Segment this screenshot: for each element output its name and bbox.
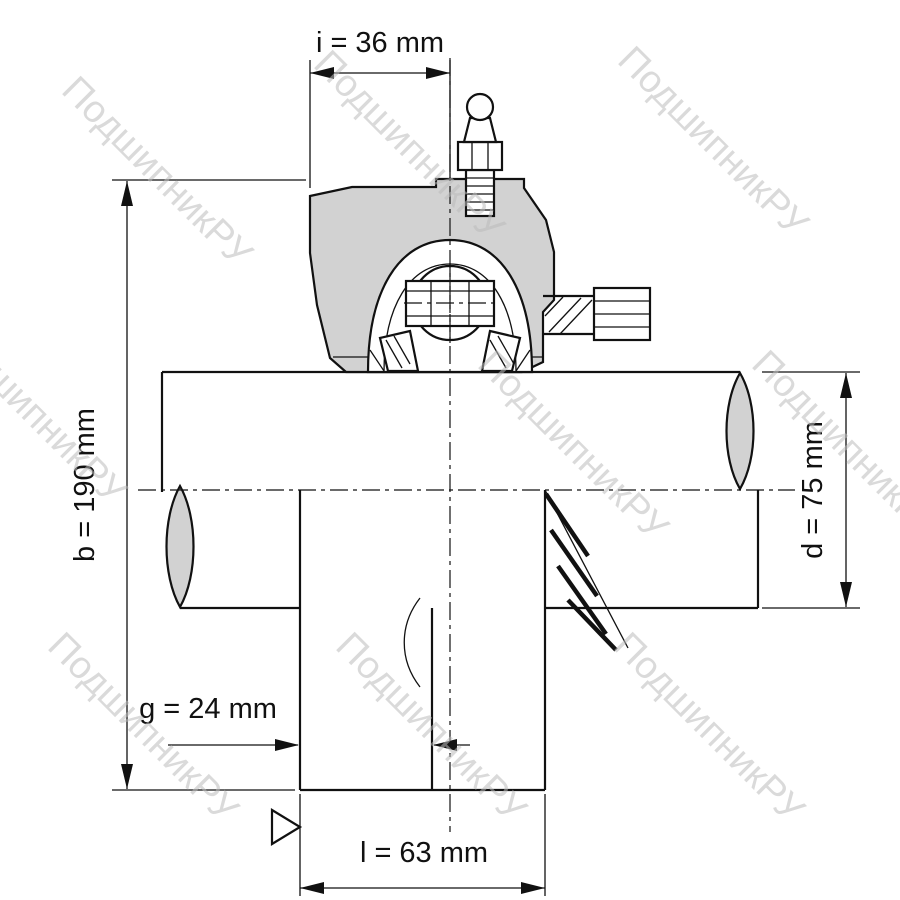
inner-ring-sections <box>378 329 522 373</box>
upper-hatch <box>544 296 593 335</box>
watermark-text: ПодшипникРУ <box>610 39 817 246</box>
dimension-d: d = 75 mm <box>762 371 860 609</box>
dimension-i: i = 36 mm <box>309 27 451 188</box>
grease-fitting <box>456 92 504 218</box>
hub-bolt-hole-arc <box>403 597 421 688</box>
centerlines <box>138 58 795 832</box>
shaft-break-left <box>165 483 195 610</box>
dimension-l-label: l = 63 mm <box>360 837 488 869</box>
watermark-text: ПодшипникРУ <box>470 343 677 550</box>
bearing-insert <box>369 263 531 373</box>
shaft-break-right <box>725 370 755 492</box>
shaft <box>160 370 760 610</box>
locking-device <box>543 286 652 652</box>
collar-band <box>544 489 629 652</box>
fitting-hex-body <box>456 140 504 172</box>
dimension-b-label: b = 190 mm <box>69 408 101 562</box>
watermark-text: ПодшипникРУ <box>606 625 813 832</box>
flange-hub <box>298 490 547 792</box>
fitting-taper <box>462 116 498 144</box>
thread-lines <box>466 177 494 211</box>
dimension-g: g = 24 mm <box>139 693 470 751</box>
dimension-b: b = 190 mm <box>69 179 306 791</box>
seal-lines <box>369 349 531 372</box>
surface-finish-triangle <box>270 808 303 846</box>
watermark-text: ПодшипникРУ <box>0 307 134 514</box>
fitting-nipple-ball <box>465 92 495 122</box>
dimension-i-label: i = 36 mm <box>316 27 444 59</box>
dimension-g-label: g = 24 mm <box>139 693 277 725</box>
dimension-l: l = 63 mm <box>299 794 546 896</box>
watermark-text: ПодшипникРУ <box>40 625 247 832</box>
watermark-text: ПодшипникРУ <box>54 69 261 276</box>
dimension-d-label: d = 75 mm <box>797 421 829 559</box>
